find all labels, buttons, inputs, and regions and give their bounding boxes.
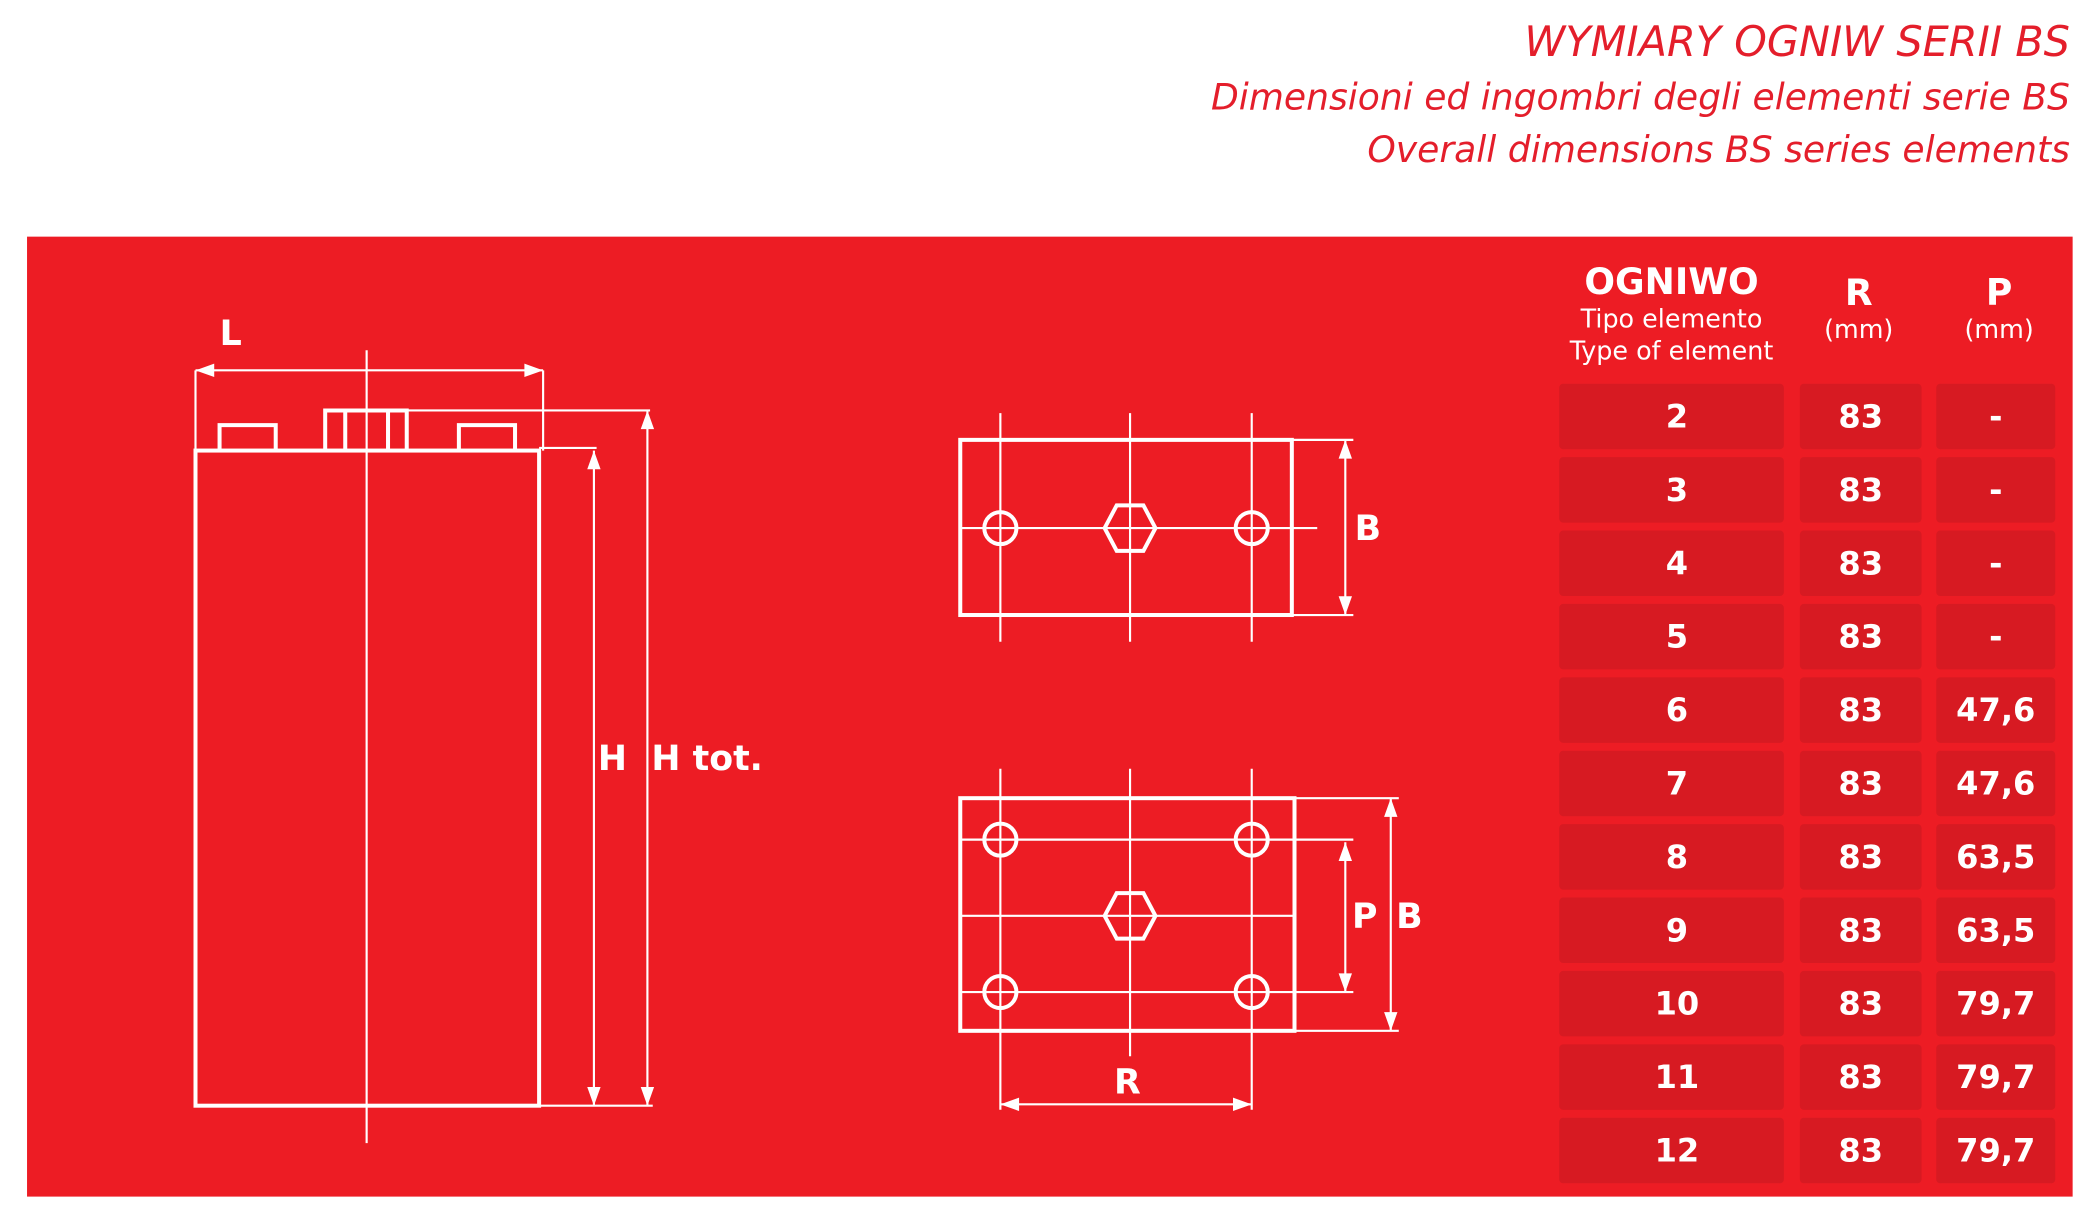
cell-p: 47,6	[1956, 764, 2035, 802]
table-cell-bg	[1559, 970, 1784, 1037]
table-row: 7 83 47,6	[1559, 750, 2056, 817]
table-cell-bg	[1559, 383, 1784, 450]
cell-p: -	[1989, 618, 2002, 656]
cell-type: 12	[1655, 1131, 1700, 1169]
header-ogniwo: OGNIWO	[1584, 261, 1758, 303]
table-cell-bg	[1799, 970, 1922, 1037]
cell-p: -	[1989, 397, 2002, 435]
cell-r: 83	[1838, 985, 1883, 1023]
cell-r: 83	[1838, 618, 1883, 656]
table-cell-bg	[1936, 677, 2056, 743]
table-row: 8 83 63,5	[1559, 824, 2056, 890]
table-header: OGNIWO Tipo elemento Type of element R (…	[1569, 261, 2034, 366]
table-cell-bg	[1559, 530, 1784, 597]
title-italian: Dimensioni ed ingombri degli elementi se…	[1211, 77, 2070, 119]
cell-type: 11	[1655, 1058, 1700, 1096]
table-cell-bg	[1799, 530, 1922, 597]
cell-r: 83	[1838, 764, 1883, 802]
header-r-unit: (mm)	[1824, 314, 1893, 344]
cell-type: 2	[1666, 397, 1688, 435]
table-cell-bg	[1936, 750, 2056, 817]
cell-r: 83	[1838, 1058, 1883, 1096]
table-row: 5 83 -	[1559, 603, 2056, 670]
title-english: Overall dimensions BS series elements	[1367, 129, 2070, 171]
table-cell-bg	[1559, 1044, 1784, 1110]
cell-r: 83	[1838, 838, 1883, 876]
table-cell-bg	[1799, 1044, 1922, 1110]
cell-type: 10	[1655, 985, 1700, 1023]
table-cell-bg	[1559, 897, 1784, 964]
cell-r: 83	[1838, 1131, 1883, 1169]
table-row: 12 83 79,7	[1559, 1117, 2056, 1184]
table-cell-bg	[1799, 897, 1922, 964]
table-cell-bg	[1799, 383, 1922, 450]
table-cell-bg	[1559, 750, 1784, 817]
table-cell-bg	[1936, 383, 2056, 450]
header-tipo: Tipo elemento	[1580, 304, 1763, 334]
cell-p: 63,5	[1956, 838, 2035, 876]
header-r: R	[1845, 272, 1873, 314]
cell-p: 63,5	[1956, 911, 2035, 949]
header-p: P	[1986, 272, 2012, 314]
table-cell-bg	[1799, 1117, 1922, 1184]
table-cell-bg	[1559, 677, 1784, 743]
table-cell-bg	[1799, 457, 1922, 523]
table-cell-bg	[1936, 897, 2056, 964]
table-cell-bg	[1559, 1117, 1784, 1184]
cell-type: 4	[1666, 544, 1688, 582]
table-cell-bg	[1936, 824, 2056, 890]
header-p-unit: (mm)	[1964, 314, 2033, 344]
table-cell-bg	[1799, 603, 1922, 670]
top-view-single-row: B	[958, 413, 1382, 642]
side-view-drawing: L H H tot.	[193, 314, 763, 1144]
label-P: P	[1352, 897, 1377, 937]
cell-p: 47,6	[1956, 691, 2035, 729]
table-cell-bg	[1799, 677, 1922, 743]
cell-r: 83	[1838, 544, 1883, 582]
label-H: H	[598, 739, 627, 779]
cell-type: 7	[1666, 764, 1688, 802]
cell-p: 79,7	[1956, 1058, 2035, 1096]
table-row: 6 83 47,6	[1559, 677, 2056, 743]
table-cell-bg	[1936, 457, 2056, 523]
table-body: 2 83 - 3 83 - 4 83 - 5 83 - 6 83 47,6 7 83 47,6 8 83 63,5 9 83…	[1559, 383, 2056, 1184]
table-cell-bg	[1936, 603, 2056, 670]
cell-r: 83	[1838, 911, 1883, 949]
cell-p: -	[1989, 544, 2002, 582]
label-B-bottom: B	[1396, 897, 1422, 937]
table-row: 10 83 79,7	[1559, 970, 2056, 1037]
table-row: 9 83 63,5	[1559, 897, 2056, 964]
cell-type: 9	[1666, 911, 1688, 949]
label-H-tot: H tot.	[651, 739, 762, 779]
label-B-top: B	[1355, 509, 1382, 549]
cell-r: 83	[1838, 397, 1883, 435]
cell-p: 79,7	[1956, 1131, 2035, 1169]
table-row: 2 83 -	[1559, 383, 2056, 450]
table-cell-bg	[1936, 530, 2056, 597]
table-cell-bg	[1799, 824, 1922, 890]
label-R: R	[1114, 1063, 1141, 1103]
table-cell-bg	[1936, 1044, 2056, 1110]
table-row: 11 83 79,7	[1559, 1044, 2056, 1110]
cell-r: 83	[1838, 691, 1883, 729]
table-cell-bg	[1559, 824, 1784, 890]
table-cell-bg	[1936, 970, 2056, 1037]
cell-r: 83	[1838, 471, 1883, 509]
cell-type: 5	[1666, 618, 1688, 656]
header-type: Type of element	[1569, 336, 1774, 366]
title-polish: WYMIARY OGNIW SERII BS	[1524, 18, 2070, 66]
cell-p: 79,7	[1956, 985, 2035, 1023]
table-cell-bg	[1799, 750, 1922, 817]
label-L: L	[220, 314, 242, 354]
table-cell-bg	[1936, 1117, 2056, 1184]
table-row: 4 83 -	[1559, 530, 2056, 597]
cell-type: 6	[1666, 691, 1688, 729]
table-row: 3 83 -	[1559, 457, 2056, 523]
cell-p: -	[1989, 471, 2002, 509]
table-cell-bg	[1559, 457, 1784, 523]
cell-type: 8	[1666, 838, 1688, 876]
top-view-double-row: P B R	[958, 768, 1423, 1112]
table-cell-bg	[1559, 603, 1784, 670]
cell-type: 3	[1666, 471, 1688, 509]
